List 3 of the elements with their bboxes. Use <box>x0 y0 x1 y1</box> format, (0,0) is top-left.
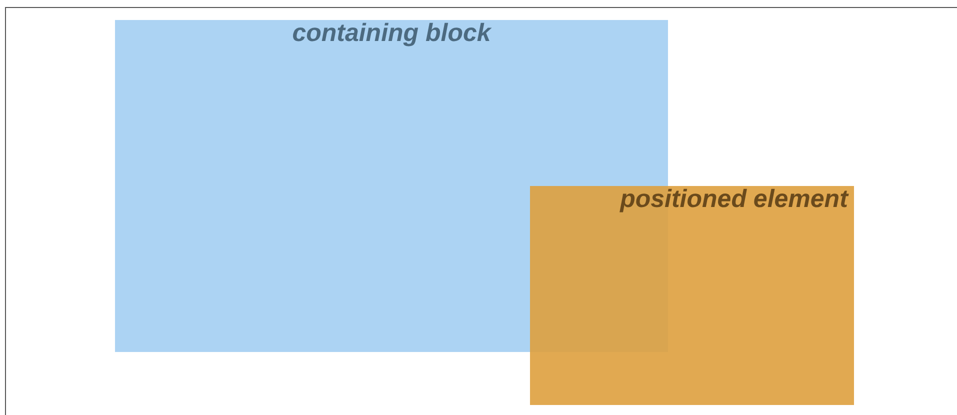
area-title: containing block <box>292 20 491 46</box>
area-title: positioned element <box>620 186 848 212</box>
positioned-element-box <box>530 186 854 405</box>
